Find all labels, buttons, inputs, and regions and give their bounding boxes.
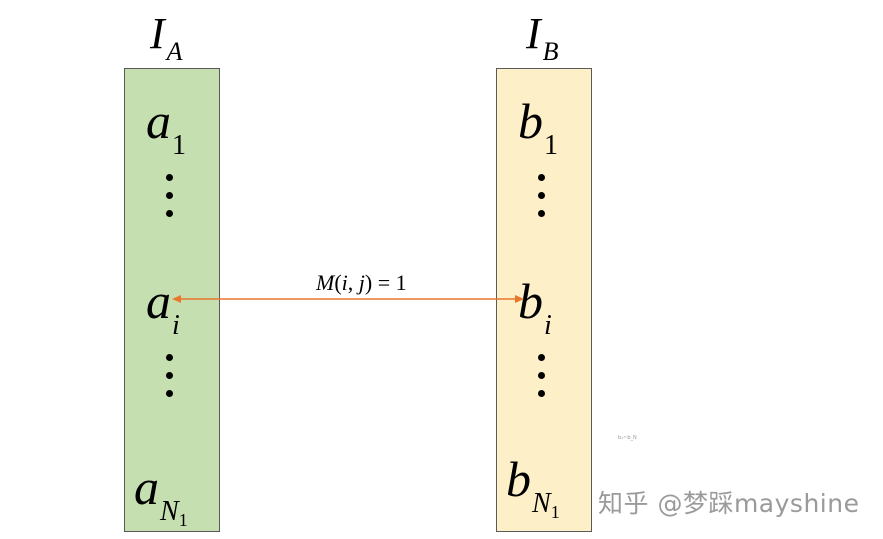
dot <box>538 354 545 361</box>
element-letter: a <box>134 459 159 515</box>
column-a-title-main: I <box>150 9 165 58</box>
dot <box>538 210 545 217</box>
column-b-title-main: I <box>526 9 541 58</box>
match-open-paren: ( <box>334 270 342 295</box>
dot <box>166 390 173 397</box>
element-subscript: 1 <box>544 130 558 161</box>
match-close-paren: ) <box>364 270 373 295</box>
arrow-head-left <box>172 295 181 303</box>
column-b-last-element: bN1 <box>506 451 560 521</box>
watermark: 知乎 @梦踩mayshine <box>598 489 860 518</box>
element-letter: a <box>146 93 171 149</box>
element-subscript: N1 <box>160 496 188 530</box>
dot <box>538 192 545 199</box>
element-subscript: i <box>172 310 180 341</box>
match-func: M <box>316 270 335 295</box>
element-subscript-main: N <box>532 488 551 519</box>
column-b-title-sub: B <box>542 37 559 66</box>
match-comma: , <box>347 270 359 295</box>
element-letter: b <box>506 451 531 507</box>
column-b-upper-vertical-ellipsis <box>538 174 548 228</box>
column-a-title: IA <box>150 9 183 65</box>
element-subscript: 1 <box>172 130 186 161</box>
column-b-box <box>496 68 592 532</box>
dot <box>538 174 545 181</box>
column-a-last-element: aN1 <box>134 459 188 529</box>
dot <box>538 372 545 379</box>
element-subscript: N1 <box>532 488 560 522</box>
column-a-box <box>124 68 220 532</box>
column-a-upper-vertical-ellipsis <box>166 174 176 228</box>
column-b-lower-vertical-ellipsis <box>538 354 548 408</box>
dot <box>166 174 173 181</box>
column-b-title: IB <box>526 9 559 65</box>
dot <box>166 210 173 217</box>
column-a-ith-element: ai <box>146 273 180 340</box>
element-letter: b <box>518 93 543 149</box>
tiny-note: b₁~b_N <box>618 435 637 441</box>
dot <box>166 192 173 199</box>
column-b-first-element: b1 <box>518 93 558 160</box>
dot <box>166 372 173 379</box>
column-a-first-element: a1 <box>146 93 186 160</box>
column-a-title-sub: A <box>166 37 183 66</box>
element-subsubscript: 1 <box>178 510 188 530</box>
column-a-lower-vertical-ellipsis <box>166 354 176 408</box>
match-label: M(i, j) = 1 <box>316 270 407 296</box>
arrow-head-right <box>515 295 524 303</box>
element-subsubscript: 1 <box>550 502 560 522</box>
dot <box>538 390 545 397</box>
match-equals: = <box>372 270 396 295</box>
column-b-ith-element: bi <box>518 273 552 340</box>
element-letter: a <box>146 273 171 329</box>
match-i: i <box>341 270 348 295</box>
dot <box>166 354 173 361</box>
match-j: j <box>358 270 365 295</box>
element-subscript-main: N <box>160 496 179 527</box>
element-letter: b <box>518 273 543 329</box>
match-value: 1 <box>395 270 407 295</box>
element-subscript: i <box>544 310 552 341</box>
